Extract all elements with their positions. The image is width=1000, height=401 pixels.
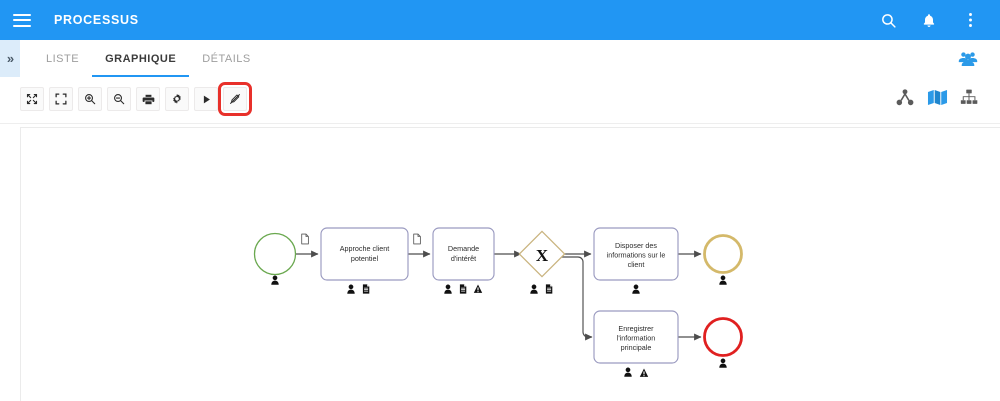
app-header: PROCESSUS [0, 0, 1000, 40]
flow-gateway-task4 [555, 256, 593, 341]
page-title: PROCESSUS [54, 13, 139, 27]
document-icon [362, 284, 370, 294]
hamburger-icon[interactable] [13, 13, 31, 27]
user-icon [719, 358, 727, 368]
user-icon [444, 284, 452, 294]
bpmn-task-disposer-des-informations-sur-le-client[interactable]: Disposer des informations sur le client [593, 227, 679, 294]
user-icon [632, 284, 640, 294]
move-tool-button[interactable] [20, 87, 44, 111]
zoom-out-button[interactable] [107, 87, 131, 111]
zoom-in-button[interactable] [78, 87, 102, 111]
user-icon [719, 275, 727, 285]
bpmn-end-event-tan[interactable] [703, 234, 743, 285]
user-icon [347, 284, 355, 294]
hierarchy-nodes-icon[interactable] [894, 86, 916, 108]
bpmn-task-approche-client-potentiel[interactable]: Approche client potentiel [320, 227, 409, 294]
tab-graphique[interactable]: GRAPHIQUE [92, 40, 190, 77]
diagram-tool-buttons [20, 82, 252, 116]
warning-icon [473, 284, 483, 293]
task-label-line: informations sur le [607, 251, 666, 260]
fit-screen-button[interactable] [49, 87, 73, 111]
task-label-line: potentiel [351, 254, 379, 263]
task-label-line: Approche client [340, 244, 390, 253]
overflow-menu-icon[interactable] [960, 10, 980, 30]
search-icon[interactable] [878, 10, 898, 30]
task-label-line: Demande [448, 244, 479, 253]
bpmn-task-demande-d-interet[interactable]: Demande d'intérêt [432, 227, 495, 294]
bpmn-task-enregistrer-l-information-principale[interactable]: Enregistrer l'information principale [593, 310, 679, 377]
gateway-symbol: X [536, 246, 549, 265]
tab-liste[interactable]: LISTE [46, 52, 80, 65]
app-header-actions [878, 10, 980, 30]
tab-bar-actions [958, 40, 978, 77]
task-label-line: l'information [617, 334, 656, 343]
document-icon [301, 233, 309, 245]
map-icon[interactable] [926, 86, 948, 108]
task-label-line: principale [621, 343, 652, 352]
task-label-line: Disposer des [615, 241, 657, 250]
diagram-view-modes [894, 86, 980, 108]
bpmn-exclusive-gateway[interactable]: X [518, 230, 566, 294]
play-button[interactable] [194, 87, 218, 111]
org-chart-icon[interactable] [958, 86, 980, 108]
tab-details[interactable]: DÉTAILS [202, 52, 251, 65]
people-group-icon[interactable] [958, 49, 978, 69]
document-icon [413, 233, 421, 245]
user-icon [624, 367, 632, 377]
printer-icon-button[interactable] [136, 87, 160, 111]
tab-bar: » LISTE GRAPHIQUE DÉTAILS [0, 40, 1000, 78]
user-icon [530, 284, 538, 294]
diagram-toolbar [0, 77, 1000, 124]
document-icon [459, 284, 467, 294]
task-label-line: client [628, 260, 645, 269]
task-label-line: Enregistrer [618, 324, 654, 333]
sidebar-expand-toggle[interactable]: » [0, 40, 20, 77]
bpmn-end-event-red[interactable] [703, 317, 743, 368]
edit-disabled-button[interactable] [218, 82, 252, 116]
warning-icon [639, 368, 649, 377]
document-icon [545, 284, 553, 294]
notifications-icon[interactable] [919, 10, 939, 30]
bpmn-start-event[interactable] [253, 232, 297, 285]
tab-list: LISTE GRAPHIQUE DÉTAILS [33, 40, 264, 77]
task-label-line: d'intérêt [451, 254, 476, 263]
gear-icon-button[interactable] [165, 87, 189, 111]
user-icon [271, 275, 279, 285]
bpmn-canvas[interactable]: Approche client potentiel Demande d'inté… [20, 127, 1000, 401]
